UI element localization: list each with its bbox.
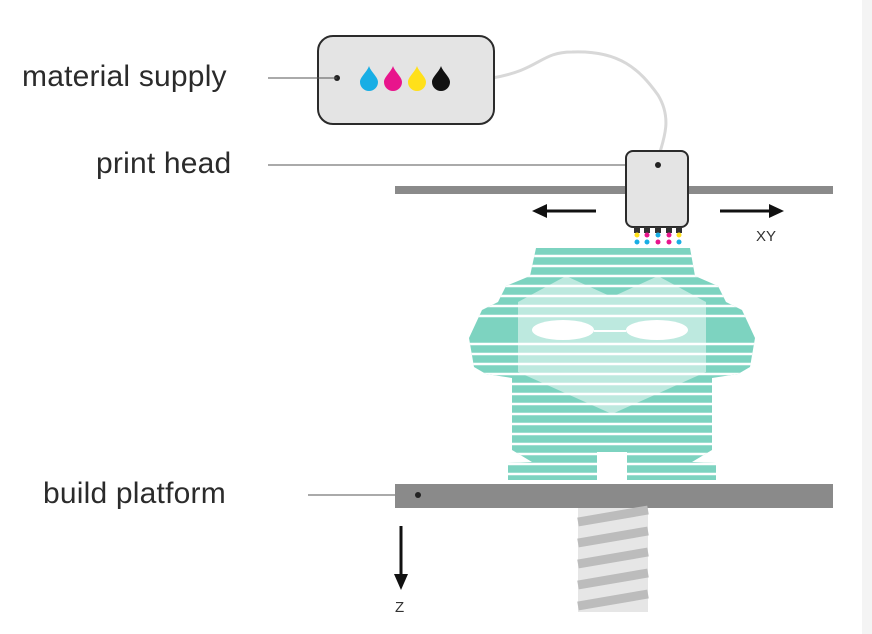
print-head-label: print head [96,147,232,180]
left-arrow-icon [532,204,596,218]
ink-dot [634,232,640,238]
left-eye [532,320,594,340]
right-eye [626,320,688,340]
ink-dot [666,232,672,238]
ink-dot [634,239,640,245]
ink-dot [676,239,682,245]
ink-dot [644,239,650,245]
ink-dot [655,232,661,238]
right-arrow-icon [720,204,784,218]
cyan-drop-icon [360,66,378,91]
magenta-drop-icon [384,66,402,91]
yellow-drop-icon [408,66,426,91]
ink-dot [655,239,661,245]
ink-dot [666,239,672,245]
threaded-rod [577,505,649,612]
printed-model [469,248,755,480]
build-platform-label: build platform [43,477,226,510]
material-supply-label: material supply [22,60,227,93]
material-supply-box [317,35,495,125]
print-head [625,150,689,245]
page-edge [862,0,872,634]
supply-cable [491,50,668,153]
gantry-rail [395,186,833,194]
z-axis-label: Z [395,599,405,616]
ink-dot [676,232,682,238]
down-arrow-icon [394,526,408,590]
ink-dot [644,232,650,238]
build-platform [395,484,833,508]
xy-axis-label: XY [756,228,777,245]
black-drop-icon [432,66,450,91]
